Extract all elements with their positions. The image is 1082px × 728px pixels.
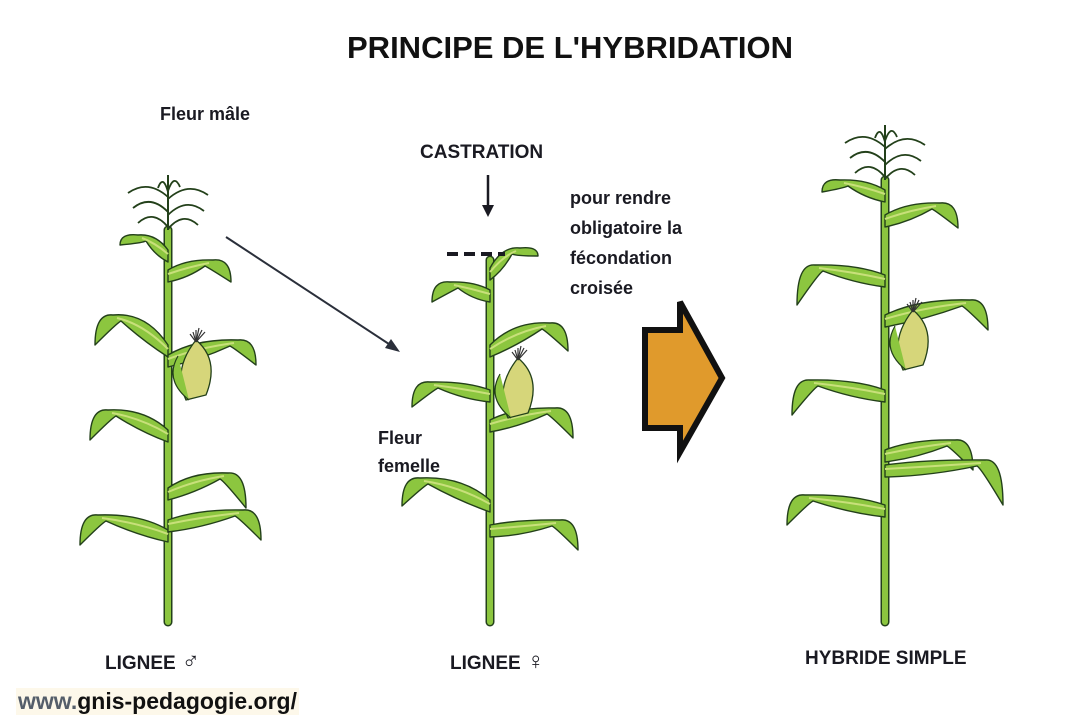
leaf <box>167 509 262 541</box>
leaf-highlight <box>884 442 952 455</box>
corn-silk <box>517 349 528 361</box>
male-symbol-icon: ♂ <box>181 648 200 675</box>
tassel-branch <box>849 151 886 163</box>
tassel-branch <box>884 168 916 180</box>
leaf <box>94 314 169 358</box>
corn-silk <box>195 331 206 343</box>
female-line-text: LIGNEE <box>450 653 521 674</box>
leaf-highlight <box>813 382 886 395</box>
leaf <box>89 409 169 443</box>
source-link[interactable]: www.gnis-pedagogie.org/ <box>16 688 299 715</box>
leaf-highlight <box>489 410 552 425</box>
leaf-highlight <box>489 522 557 530</box>
leaf-highlight <box>423 480 491 505</box>
leaf-highlight <box>141 237 169 255</box>
tassel-branch <box>167 188 209 200</box>
pollen-arrow-shaft <box>225 236 393 347</box>
leaf <box>401 477 491 513</box>
ear-husk <box>494 373 512 419</box>
leaf <box>884 299 989 331</box>
tassel-branch <box>844 136 886 148</box>
leaf-highlight <box>116 317 169 350</box>
page-title: PRINCIPE DE L'HYBRIDATION <box>347 30 793 65</box>
castration-label: CASTRATION <box>420 142 544 163</box>
female-line-label: LIGNEE♀ <box>450 648 545 676</box>
tassel-branch <box>884 154 922 166</box>
tassel-branch <box>167 218 199 230</box>
leaf <box>821 179 886 203</box>
tassel-branch <box>157 181 169 193</box>
female-symbol-icon: ♀ <box>526 648 545 675</box>
source-prefix: www. <box>18 688 78 714</box>
cross-fertilization-note: pour rendre obligatoire la fécondation c… <box>570 188 683 298</box>
leaf <box>411 381 491 408</box>
leaf-highlight <box>167 262 210 275</box>
leaf-highlight <box>808 497 886 510</box>
tassel-branch <box>884 130 898 142</box>
leaf-highlight <box>884 462 982 470</box>
tassel-branch <box>137 216 169 228</box>
leaf <box>884 202 959 229</box>
leaf <box>489 322 569 358</box>
pollen-arrow-head <box>385 339 400 352</box>
leaf <box>79 514 169 546</box>
leaf <box>884 459 1004 506</box>
hybrid-label: HYBRIDE SIMPLE <box>805 648 967 669</box>
corn-silk <box>912 301 923 313</box>
leaf <box>884 439 974 471</box>
leaf <box>431 281 491 303</box>
leaf <box>167 339 257 368</box>
tassel-branch <box>167 180 181 192</box>
leaf <box>489 407 574 439</box>
male-line-text: LIGNEE <box>105 653 176 674</box>
male-flower-label: Fleur mâle <box>160 104 251 124</box>
leaf-highlight <box>101 517 169 535</box>
leaf-highlight <box>433 384 491 395</box>
leaf <box>167 472 247 509</box>
leaf-highlight <box>167 512 240 525</box>
tassel-branch <box>167 204 205 216</box>
tassel-branch <box>132 201 169 213</box>
result-arrow-icon <box>642 300 726 464</box>
tassel-branch <box>874 131 886 143</box>
leaf-highlight <box>111 412 169 435</box>
leaf <box>167 259 232 283</box>
castration-arrow-head <box>482 205 494 217</box>
tassel-branch <box>854 166 886 178</box>
leaf-highlight <box>818 267 886 280</box>
tassel-branch <box>127 186 169 198</box>
leaf-highlight <box>884 302 967 320</box>
leaf-highlight <box>453 284 491 295</box>
ear-husk <box>172 355 190 401</box>
male-line-label: LIGNEE♂ <box>105 648 200 676</box>
leaf-highlight <box>489 250 517 273</box>
source-domain: gnis-pedagogie.org/ <box>77 688 297 714</box>
female-flower-label: Fleur femelle <box>378 428 441 476</box>
leaf-highlight <box>167 475 225 493</box>
leaf <box>786 494 886 526</box>
ear-husk <box>889 325 907 371</box>
leaf-highlight <box>489 325 547 350</box>
leaf-highlight <box>843 182 886 195</box>
leaf <box>119 234 169 263</box>
tassel-branch <box>884 138 926 150</box>
leaf-highlight <box>884 205 937 220</box>
